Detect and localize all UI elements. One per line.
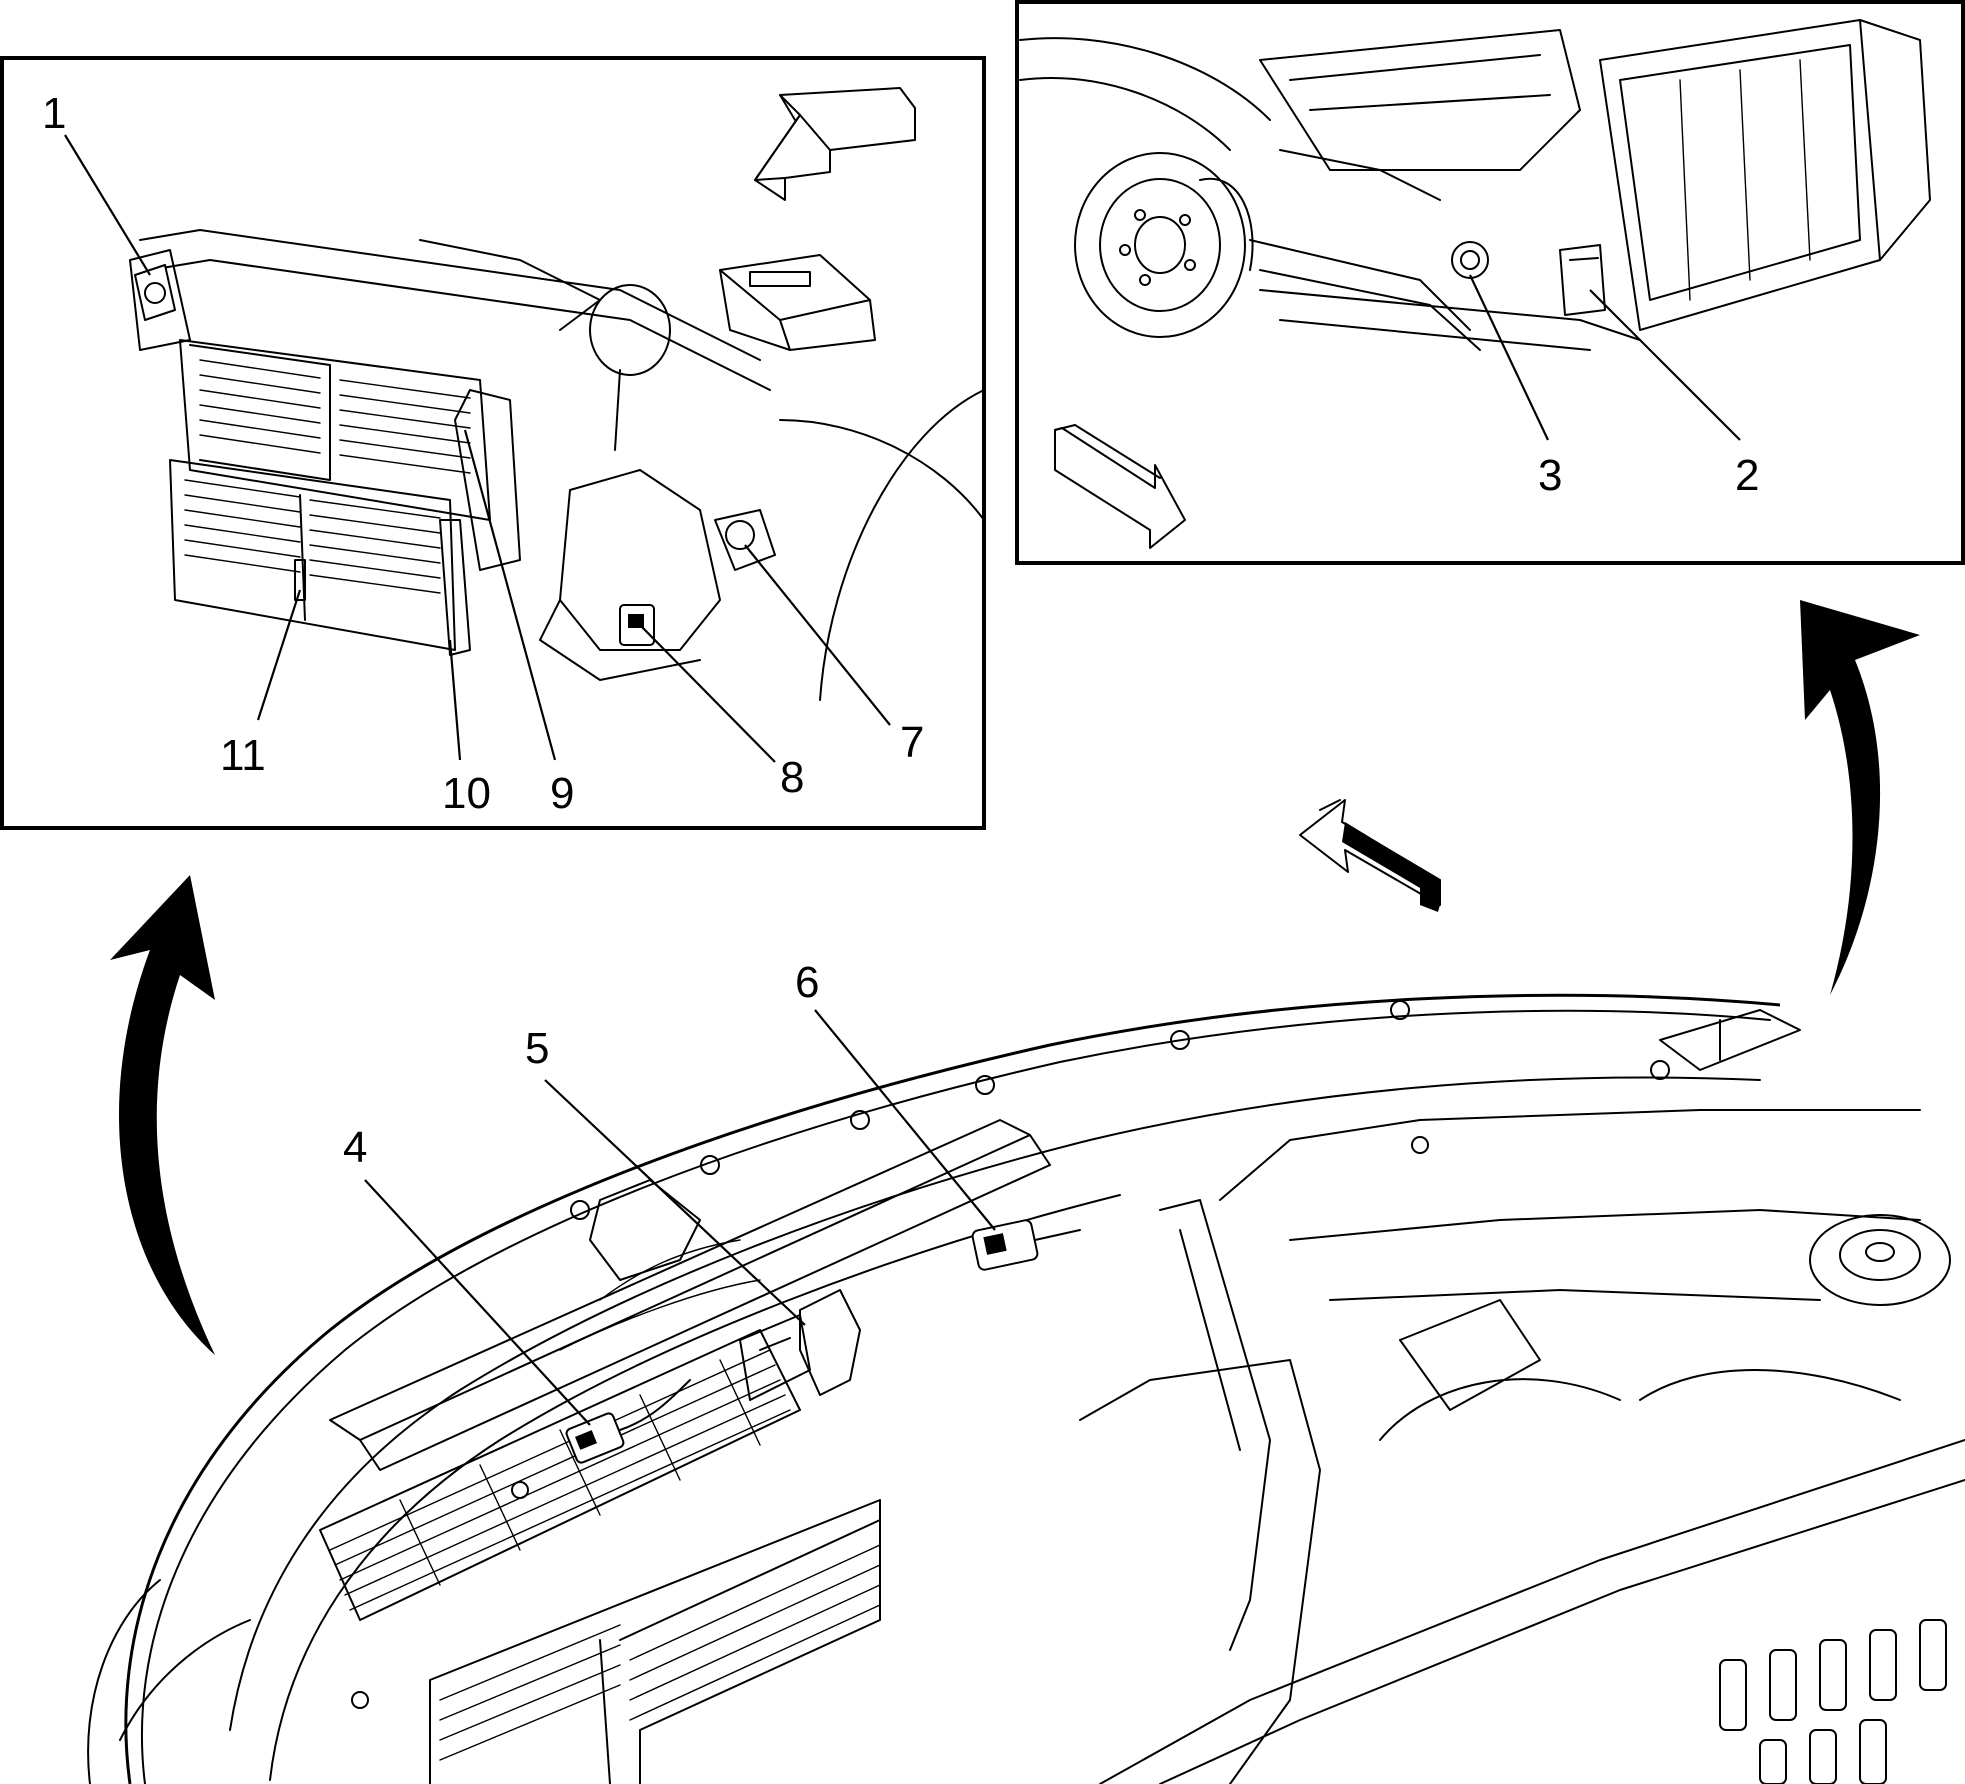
callout-1: 1	[42, 89, 66, 138]
component-8-inset	[619, 604, 655, 646]
inset-left-leaders	[64, 134, 891, 763]
inset-right: 3 2	[1015, 0, 1965, 565]
callout-8: 8	[780, 753, 804, 802]
component-2-inset	[1559, 244, 1606, 316]
callout-10: 10	[442, 769, 491, 818]
condenser-inset	[169, 459, 456, 651]
inset-left-frame	[0, 56, 986, 830]
inset-right-leaders	[1469, 274, 1741, 441]
callout-9: 9	[550, 769, 574, 818]
callout-7: 7	[900, 718, 924, 767]
strut-mount	[1809, 1214, 1951, 1306]
brake-rotor	[1074, 152, 1254, 338]
component-1-inset	[134, 264, 176, 321]
callout-2: 2	[1735, 451, 1759, 500]
radiator-grille-main	[319, 1329, 801, 1621]
main-vehicle-view	[87, 993, 1965, 1784]
component-7-inset	[714, 509, 776, 571]
callout-5: 5	[525, 1024, 549, 1073]
body-fasteners	[351, 1000, 1670, 1709]
cowl-vent-slots	[1719, 1619, 1947, 1784]
headlamp-inset	[1259, 29, 1581, 171]
component-3-inset	[1451, 241, 1489, 279]
condenser-main	[429, 1499, 881, 1784]
fan-assembly	[179, 339, 491, 521]
curved-arrow-left	[110, 875, 215, 1355]
component-11-inset	[294, 559, 306, 601]
component-10-inset	[439, 519, 471, 656]
callout-3: 3	[1538, 451, 1562, 500]
component-9-inset	[454, 389, 521, 571]
callout-6: 6	[795, 958, 819, 1007]
callout-11: 11	[220, 731, 266, 780]
sensor-4-main	[565, 1379, 691, 1464]
inset-left: 1 11 10 9 8 7	[0, 56, 986, 830]
battery-box	[719, 254, 876, 351]
callout-4: 4	[343, 1123, 367, 1172]
sensor-6-main	[971, 1219, 1081, 1271]
direction-arrow-right-inset	[1054, 424, 1186, 549]
direction-arrow-main	[1299, 799, 1441, 912]
direction-arrow-left-inset	[754, 87, 916, 201]
radiator-support-inset	[1599, 19, 1931, 331]
curved-arrow-right	[1800, 600, 1920, 995]
main-leaders	[364, 1009, 996, 1426]
component-5-main	[739, 1289, 861, 1401]
